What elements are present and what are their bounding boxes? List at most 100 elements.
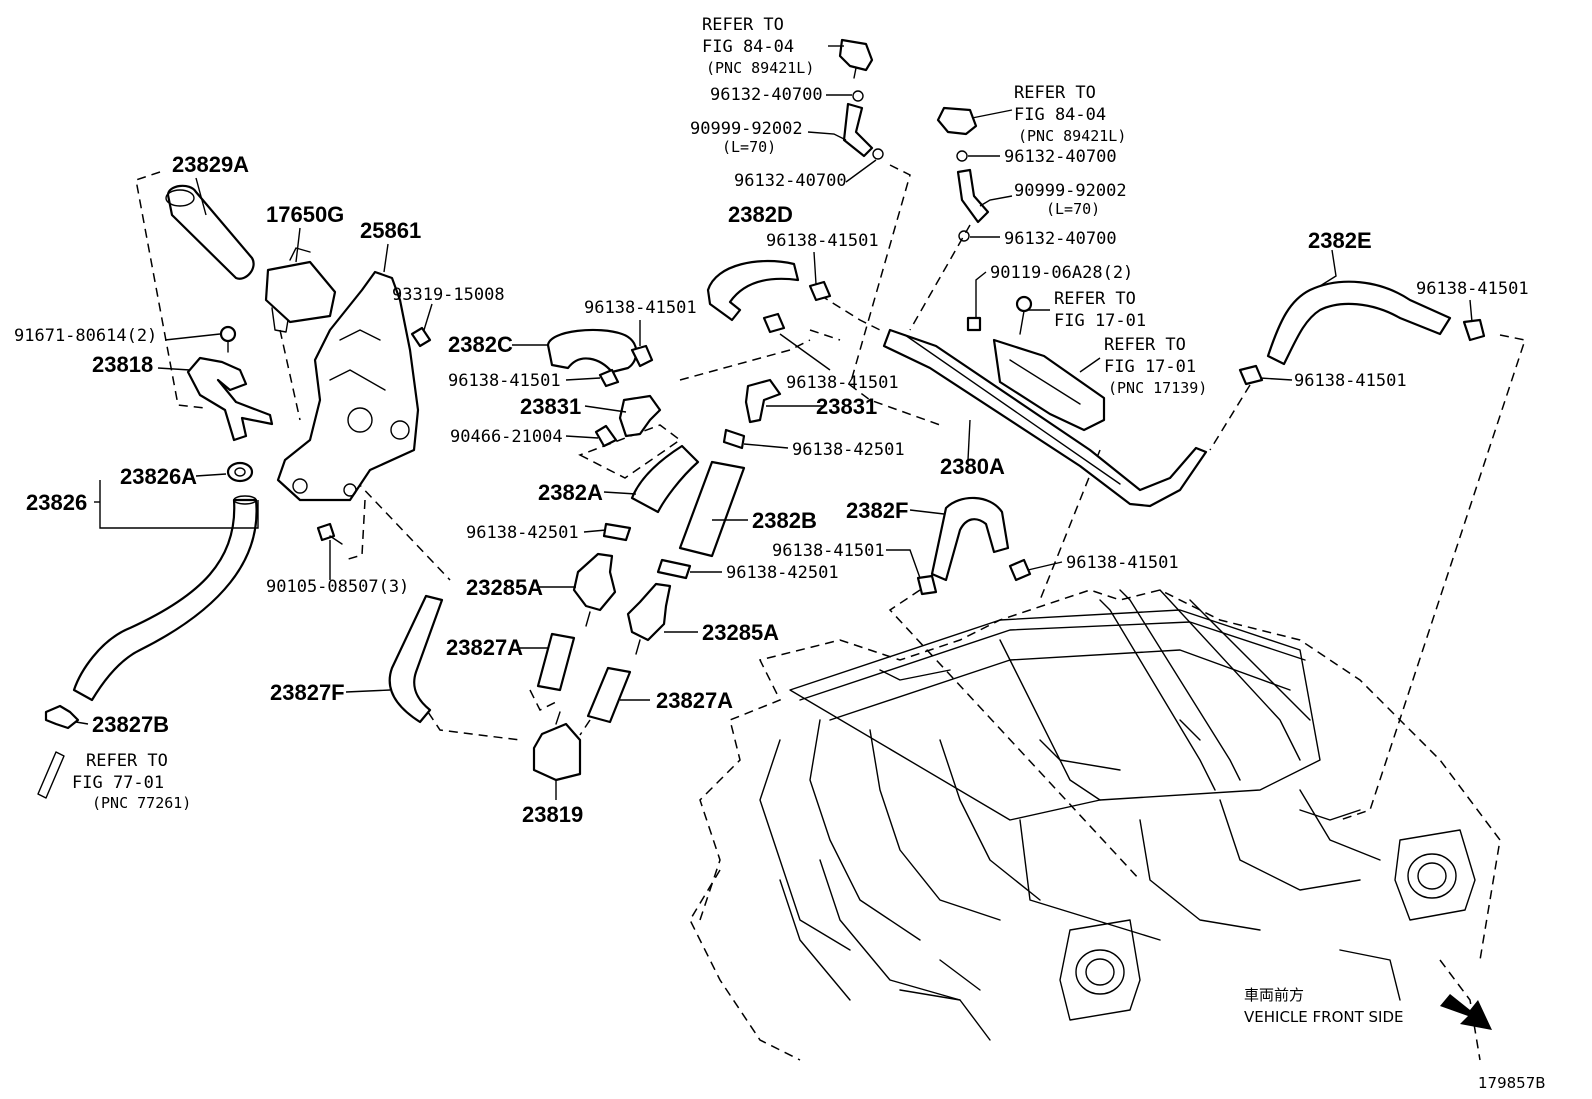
label-23285a-right: 23285A bbox=[702, 620, 779, 645]
label-93319: 93319-15008 bbox=[392, 285, 505, 305]
label-90999-a-length: (L=70) bbox=[722, 138, 776, 156]
clip-96138-d bbox=[598, 368, 620, 388]
hose-2382f bbox=[930, 496, 1010, 582]
label-ref84b-line1: REFER TO bbox=[1014, 83, 1096, 103]
clip-96138-b bbox=[762, 312, 786, 334]
clip-96138-42-b bbox=[602, 522, 632, 542]
hose-2382e bbox=[1266, 280, 1452, 366]
hose-23827f bbox=[388, 594, 444, 724]
sensor-ref-84a bbox=[838, 38, 874, 79]
label-23827a-right: 23827A bbox=[656, 688, 733, 713]
clip-96138-e bbox=[1462, 318, 1486, 342]
bracket-ref-17139 bbox=[992, 338, 1106, 432]
clip-96138-f bbox=[1238, 364, 1264, 386]
label-2382f: 2382F bbox=[846, 498, 908, 523]
label-23826: 23826 bbox=[26, 490, 87, 515]
label-23831-right: 23831 bbox=[816, 394, 877, 419]
label-2382a: 2382A bbox=[538, 480, 603, 505]
label-ref17a-line2: FIG 17-01 bbox=[1054, 311, 1146, 331]
bracket-25861 bbox=[276, 270, 420, 502]
clamp-23827b bbox=[44, 704, 80, 730]
bolt-90119 bbox=[966, 316, 982, 332]
label-23831-left: 23831 bbox=[520, 394, 581, 419]
hose-2382d bbox=[706, 259, 800, 322]
label-ref84b-line2: FIG 84-04 bbox=[1014, 105, 1106, 125]
valve-23819 bbox=[532, 711, 582, 782]
label-ref77-line3: (PNC 77261) bbox=[92, 794, 191, 812]
label-ref84a-line3: (PNC 89421L) bbox=[706, 59, 814, 77]
label-front-side-en: VEHICLE FRONT SIDE bbox=[1244, 1008, 1404, 1026]
pipe-ref-77261 bbox=[37, 751, 65, 799]
bolt-90466 bbox=[594, 424, 618, 448]
label-ref17b-line3: (PNC 17139) bbox=[1108, 379, 1207, 397]
vehicle-front-arrow-icon bbox=[1440, 994, 1492, 1030]
bolt-91671 bbox=[219, 325, 237, 353]
label-2382c: 2382C bbox=[448, 332, 513, 357]
label-17650g: 17650G bbox=[266, 202, 344, 227]
label-23826a: 23826A bbox=[120, 464, 197, 489]
label-25861: 25861 bbox=[360, 218, 421, 243]
label-96138-42-c: 96138-42501 bbox=[726, 563, 839, 583]
label-96132-b: 96132-40700 bbox=[734, 171, 847, 191]
bolt-93319 bbox=[410, 326, 432, 348]
label-96138-h: 96138-41501 bbox=[1066, 553, 1179, 573]
label-96138-f: 96138-41501 bbox=[1294, 371, 1407, 391]
clip-96138-a bbox=[808, 280, 832, 302]
hose-23827a-left bbox=[536, 632, 576, 692]
label-96138-c: 96138-41501 bbox=[448, 371, 561, 391]
label-96138-42-b: 96138-42501 bbox=[466, 523, 579, 543]
label-23285a-left: 23285A bbox=[466, 575, 543, 600]
valve-23285a-left bbox=[572, 552, 617, 627]
valve-23285a-right bbox=[626, 582, 672, 655]
clip-96138-c bbox=[630, 344, 654, 368]
union-23831-left bbox=[618, 394, 662, 438]
pipe-23818 bbox=[186, 356, 274, 442]
label-90466: 90466-21004 bbox=[450, 427, 563, 447]
label-96138-42-a: 96138-42501 bbox=[792, 440, 905, 460]
label-2382b: 2382B bbox=[752, 508, 817, 533]
clip-96138-42-a bbox=[722, 428, 746, 450]
hose-90999-b bbox=[956, 150, 990, 242]
label-front-side-jp: 車両前方 bbox=[1244, 986, 1304, 1004]
part-labels: 23829A 17650G 25861 93319-15008 91671-80… bbox=[14, 15, 1546, 1092]
clamp-23826a bbox=[226, 461, 254, 483]
hose-23829a bbox=[165, 184, 255, 280]
label-23819: 23819 bbox=[522, 802, 583, 827]
label-90999-b-length: (L=70) bbox=[1046, 200, 1100, 218]
hose-2382b bbox=[678, 460, 746, 558]
hose-2382c bbox=[546, 328, 638, 374]
label-ref17a-line1: REFER TO bbox=[1054, 289, 1136, 309]
label-96138-b: 96138-41501 bbox=[584, 298, 697, 318]
label-ref84b-line3: (PNC 89421L) bbox=[1018, 127, 1126, 145]
label-90119: 90119-06A28(2) bbox=[990, 263, 1133, 283]
bolt-ref-17a bbox=[1015, 295, 1033, 335]
union-23831-right bbox=[744, 378, 782, 424]
label-23827b: 23827B bbox=[92, 712, 169, 737]
label-96138-a: 96138-41501 bbox=[766, 231, 879, 251]
label-2382e: 2382E bbox=[1308, 228, 1372, 253]
pipe-2380a bbox=[882, 328, 1208, 508]
diagram-id: 179857B bbox=[1478, 1074, 1546, 1092]
label-2380a: 2380A bbox=[940, 454, 1005, 479]
assembly-lines bbox=[135, 164, 1526, 881]
clip-96138-42-c bbox=[656, 558, 692, 580]
clip-96138-h bbox=[1008, 558, 1032, 582]
hose-23826 bbox=[72, 495, 258, 702]
hose-23827a-right bbox=[586, 666, 632, 724]
label-90999-b: 90999-92002 bbox=[1014, 181, 1127, 201]
valve-17650g bbox=[264, 247, 337, 333]
label-90999-a: 90999-92002 bbox=[690, 119, 803, 139]
label-ref84a-line2: FIG 84-04 bbox=[702, 37, 794, 57]
hose-2382a bbox=[630, 444, 700, 514]
label-23829a: 23829A bbox=[172, 152, 249, 177]
label-23827f: 23827F bbox=[270, 680, 345, 705]
label-96132-d: 96132-40700 bbox=[1004, 229, 1117, 249]
label-2382d: 2382D bbox=[728, 202, 793, 227]
label-91671: 91671-80614(2) bbox=[14, 326, 157, 346]
label-96132-a: 96132-40700 bbox=[710, 85, 823, 105]
label-ref84a-line1: REFER TO bbox=[702, 15, 784, 35]
engine-outline bbox=[689, 589, 1501, 1061]
label-23827a-left: 23827A bbox=[446, 635, 523, 660]
clip-96138-g bbox=[916, 574, 938, 596]
